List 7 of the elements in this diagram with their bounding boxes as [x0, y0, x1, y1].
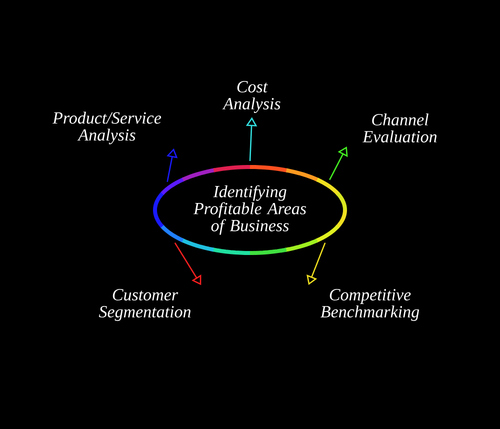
node-label: Identifying Profitable Areas of Business: [193, 185, 306, 235]
node-label: Cost Analysis: [222, 81, 280, 113]
arrow: [329, 146, 348, 180]
node-label: Customer Segmentation: [98, 289, 191, 321]
node-label: Channel Evaluation: [362, 114, 437, 142]
node-label: Product/Service Analysis: [52, 112, 162, 144]
node-label: Competitive Benchmarking: [320, 289, 420, 321]
